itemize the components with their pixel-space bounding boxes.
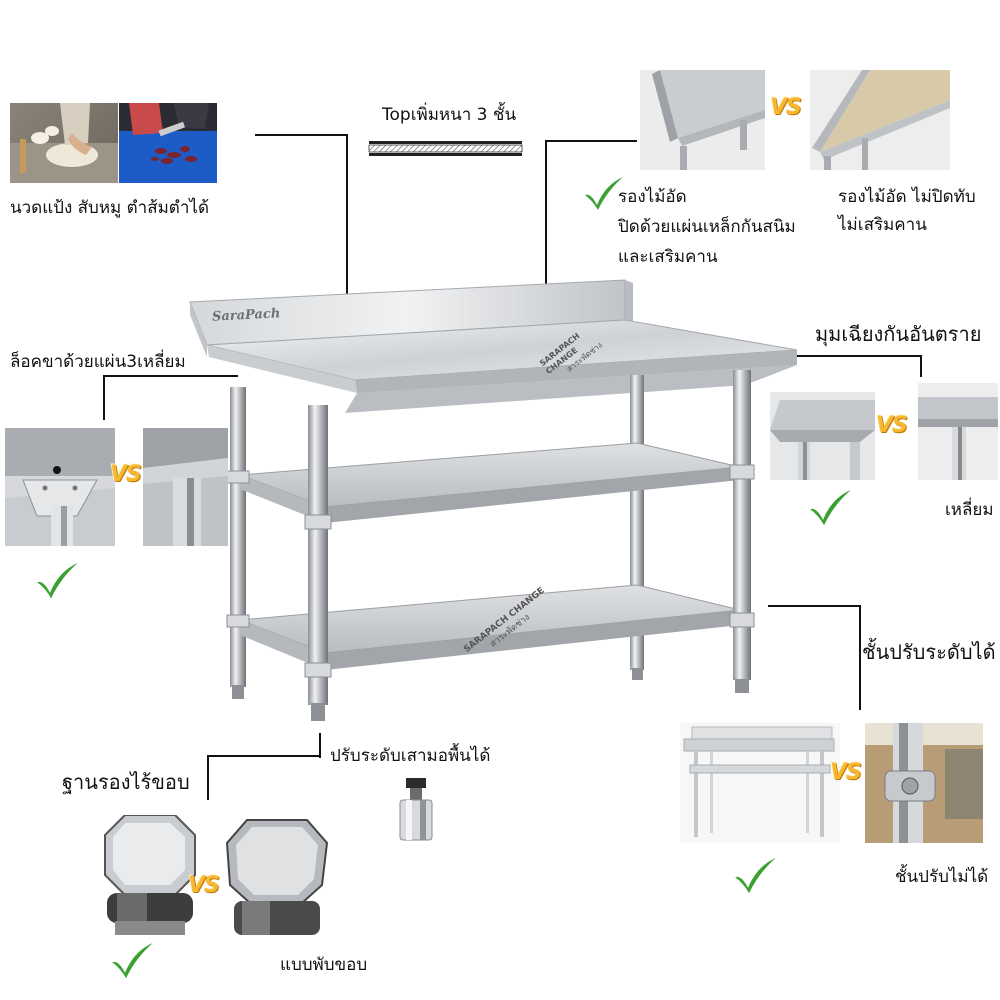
shelf-check-mark-icon <box>733 855 778 899</box>
leader-line-uses-v <box>346 134 348 349</box>
plywood-good-label-2: ปิดด้วยแผ่นเหล็กกันสนิม <box>618 217 796 237</box>
no-plate-photo <box>143 428 228 546</box>
uses-label: นวดแป้ง สับหมู ตำส้มตำได้ <box>10 198 209 218</box>
plywood-vs-badge: VS <box>770 95 802 120</box>
folded-edge-label: แบบพับขอบ <box>280 955 368 975</box>
folded-edge-base-photo <box>222 815 332 935</box>
leader-line-shelf-v <box>859 605 861 710</box>
leader-line-leg-lock-h <box>103 375 238 377</box>
fixed-shelf-photo <box>865 723 983 843</box>
plywood-covered-photo <box>640 70 765 170</box>
corner-label: มุมเฉียงกันอันตราย <box>815 322 982 346</box>
adjustable-foot-image <box>392 778 440 844</box>
base-check-mark-icon <box>110 940 155 984</box>
plywood-bad-label-1: รองไม้อัด ไม่ปิดทับ <box>838 187 976 207</box>
square-corner-photo <box>918 383 998 480</box>
angled-corner-photo <box>770 392 875 480</box>
corner-check-mark-icon <box>808 487 853 531</box>
leader-line-plywood-h <box>545 140 637 142</box>
dough-kneading-photo <box>10 103 118 183</box>
edgeless-base-photo <box>95 815 200 935</box>
plywood-good-label-3: และเสริมคาน <box>618 247 718 267</box>
leader-line-foot-v <box>319 733 321 758</box>
adjustable-foot-label: ปรับระดับเสามอพื้นได้ <box>330 746 491 766</box>
square-label: เหลี่ยม <box>945 500 994 520</box>
leader-line-plywood-v <box>545 140 547 348</box>
leg-lock-check-mark-icon <box>35 560 80 604</box>
leader-line-shelf-h <box>768 605 861 607</box>
adjustable-shelf-label: ชั้นปรับระดับได้ <box>862 640 996 664</box>
chopping-meat-photo <box>119 103 217 183</box>
shelf-vs-badge: VS <box>830 760 862 785</box>
leader-line-base-h <box>207 755 321 757</box>
top-layers-diagram <box>368 140 523 158</box>
plywood-check-mark-icon <box>583 175 625 215</box>
foot-base-label: ฐานรองไร้ขอบ <box>62 770 190 794</box>
triangle-plate-photo <box>5 428 115 546</box>
plywood-good-label-1: รองไม้อัด <box>618 187 687 207</box>
fixed-shelf-label: ชั้นปรับไม่ได้ <box>895 867 989 887</box>
plywood-bad-label-2: ไม่เสริมคาน <box>838 215 927 235</box>
leader-line-base-v <box>207 755 209 800</box>
top-thickness-label: Topเพิ่มหนา 3 ชั้น <box>382 105 517 125</box>
leg-lock-vs-badge: VS <box>110 462 142 487</box>
leader-line-corner-h <box>797 355 922 357</box>
corner-vs-badge: VS <box>876 413 908 438</box>
leader-line-uses-h <box>255 134 347 136</box>
leg-lock-label: ล็อคขาด้วยแผ่น3เหลี่ยม <box>10 352 186 372</box>
base-vs-badge: VS <box>188 873 220 898</box>
adjustable-shelf-table-photo <box>680 723 840 843</box>
leader-line-corner-v <box>920 355 922 377</box>
plywood-uncovered-photo <box>810 70 950 170</box>
main-table-image <box>185 275 805 725</box>
leader-line-leg-lock-v <box>103 375 105 420</box>
